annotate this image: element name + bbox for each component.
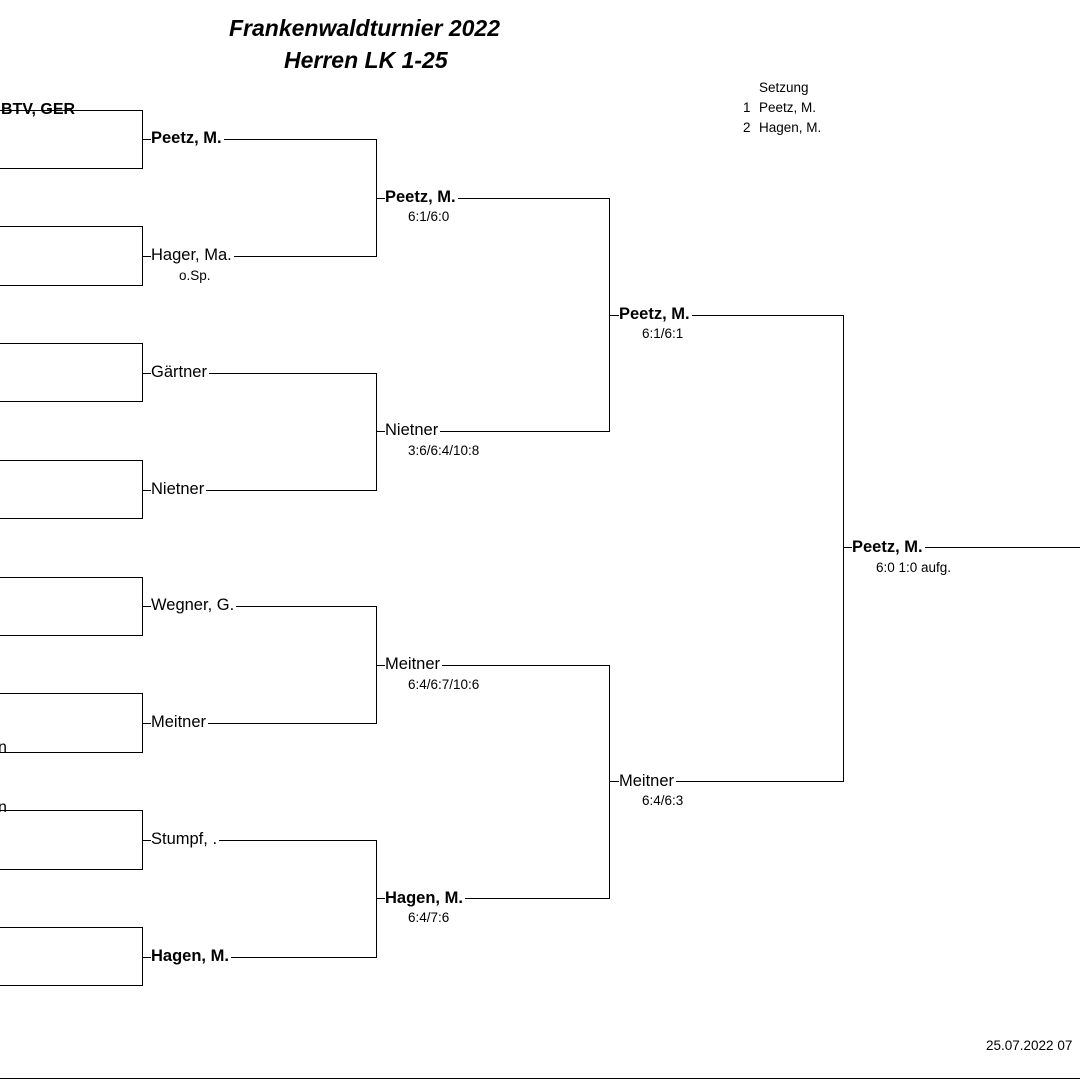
seed-number: 1 xyxy=(743,100,751,115)
match-slot-player: Nietner xyxy=(385,421,441,439)
match-slot-player: Peetz, M. xyxy=(385,188,458,206)
truncated-text-fragment: n xyxy=(0,739,7,756)
match-slot-player: Stumpf, . xyxy=(151,830,220,848)
match-score: 6:1/6:1 xyxy=(642,326,684,341)
truncated-text-fragment: n xyxy=(0,799,7,816)
match-slot-player: Hagen, M. xyxy=(151,947,231,965)
match-score: 6:4/6:3 xyxy=(642,793,684,808)
match-slot-player: Meitner xyxy=(619,772,677,790)
match-slot-player: Hagen, M. xyxy=(385,889,465,907)
match-slot-player: Hager, Ma. xyxy=(151,246,234,264)
match-slot-player: Meitner xyxy=(385,655,443,673)
seed-name: Peetz, M. xyxy=(759,100,817,115)
winner-name: Peetz, M. xyxy=(852,538,925,556)
match-score: 6:1/6:0 xyxy=(408,209,450,224)
walkover-note: o.Sp. xyxy=(179,268,211,283)
print-timestamp: 25.07.2022 07 xyxy=(986,1038,1073,1053)
seed-name: Hagen, M. xyxy=(759,120,822,135)
match-slot-player: Nietner xyxy=(151,480,207,498)
match-slot-player: Gärtner xyxy=(151,363,209,381)
match-slot-player: Peetz, M. xyxy=(151,129,224,147)
match-slot-player: Peetz, M. xyxy=(619,305,692,323)
match-slot-player: Meitner xyxy=(151,713,209,731)
match-score: 3:6/6:4/10:8 xyxy=(408,443,480,458)
seeding-heading: Setzung xyxy=(759,80,809,95)
match-score: 6:4/6:7/10:6 xyxy=(408,677,480,692)
seed-number: 2 xyxy=(743,120,751,135)
final-score: 6:0 1:0 aufg. xyxy=(876,560,952,575)
truncated-club-label: BTV, GER xyxy=(1,101,76,118)
tournament-title: Frankenwaldturnier 2022 xyxy=(229,15,500,41)
match-slot-player: Wegner, G. xyxy=(151,596,237,614)
match-score: 6:4/7:6 xyxy=(408,910,450,925)
draw-title: Herren LK 1-25 xyxy=(284,47,448,73)
